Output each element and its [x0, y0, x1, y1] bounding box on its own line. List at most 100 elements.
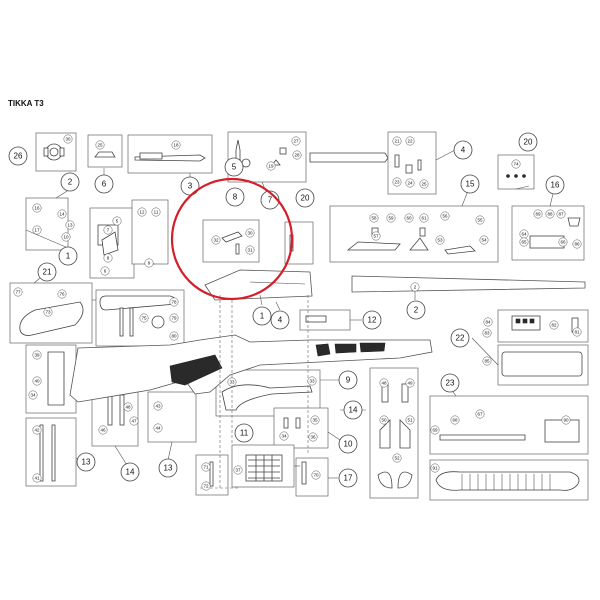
- group-label-9: 9: [338, 370, 358, 390]
- part-label-text: 23: [394, 180, 400, 185]
- part-label-text: 60: [406, 216, 412, 221]
- part-label-81: 81: [572, 327, 582, 337]
- part-label-60: 60: [404, 213, 414, 223]
- group-label-text: 7: [268, 196, 273, 205]
- part-label-73: 73: [43, 307, 53, 317]
- part-label-74: 74: [511, 159, 521, 169]
- part-label-47: 47: [129, 416, 139, 426]
- group-label-text: 13: [164, 464, 173, 473]
- part-label-71: 71: [201, 462, 211, 472]
- part-label-text: 5: [116, 219, 119, 224]
- part-label-text: 86: [574, 242, 580, 247]
- part-label-text: 80: [171, 334, 177, 339]
- part-label-text: 51: [407, 418, 413, 423]
- group-label-text: 16: [551, 181, 560, 190]
- part-label-78: 78: [169, 297, 179, 307]
- part-label-49: 49: [405, 378, 415, 388]
- part-label-18: 18: [171, 140, 181, 150]
- group-label-20: 20: [518, 132, 538, 152]
- part-label-64: 64: [519, 229, 529, 239]
- part-label-58: 58: [369, 213, 379, 223]
- group-label-20: 20: [295, 188, 315, 208]
- part-label-text: 75: [141, 316, 147, 321]
- part-label-9: 9: [144, 258, 154, 268]
- part-label-90: 90: [561, 415, 571, 425]
- group-label-5: 5: [224, 157, 244, 177]
- group-label-12: 12: [362, 310, 382, 330]
- part-label-36: 36: [308, 432, 318, 442]
- part-label-text: 25: [97, 143, 103, 148]
- part-label-text: 90: [563, 418, 569, 423]
- part-label-34: 34: [28, 390, 38, 400]
- rifle-action: [204, 269, 313, 301]
- part-label-text: 50: [381, 418, 387, 423]
- part-label-text: 33: [309, 379, 315, 384]
- part-label-text: 22: [407, 139, 413, 144]
- part-label-text: 19: [268, 164, 274, 169]
- part-label-39: 39: [32, 350, 42, 360]
- part-label-30: 30: [245, 228, 255, 238]
- group-label-15: 15: [460, 174, 480, 194]
- group-label-text: 12: [368, 316, 377, 325]
- part-label-76: 76: [57, 289, 67, 299]
- part-label-text: 28: [294, 153, 300, 158]
- part-label-text: 24: [407, 181, 413, 186]
- part-label-27: 27: [291, 136, 301, 146]
- part-label-text: 30: [65, 137, 71, 142]
- detail-box-9: [215, 369, 321, 417]
- group-label-text: 4: [461, 146, 466, 155]
- part-label-31: 31: [245, 245, 255, 255]
- part-label-text: 25: [421, 182, 427, 187]
- part-label-41: 41: [32, 473, 42, 483]
- detail-box-13-center: [147, 391, 197, 443]
- group-label-11: 11: [234, 423, 254, 443]
- part-label-59: 59: [386, 213, 396, 223]
- part-label-text: 42: [34, 428, 40, 433]
- detail-box-8: [202, 219, 260, 263]
- part-label-33: 33: [227, 377, 237, 387]
- part-label-53: 53: [435, 235, 445, 245]
- part-label-text: 35: [312, 418, 318, 423]
- part-label-text: 68: [452, 418, 458, 423]
- part-label-text: 88: [547, 212, 553, 217]
- part-label-52: 52: [392, 453, 402, 463]
- part-label-54: 54: [479, 235, 489, 245]
- part-label-text: 21: [394, 139, 400, 144]
- group-label-text: 14: [126, 468, 135, 477]
- part-label-text: 39: [34, 353, 40, 358]
- part-label-65: 65: [519, 237, 529, 247]
- part-label-text: 53: [437, 238, 443, 243]
- part-label-67: 67: [475, 409, 485, 419]
- part-label-text: 14: [59, 212, 65, 217]
- part-label-text: 70: [313, 473, 319, 478]
- part-label-21: 21: [392, 136, 402, 146]
- part-label-text: 43: [155, 404, 161, 409]
- part-label-79: 79: [169, 313, 179, 323]
- part-label-text: 34: [30, 393, 36, 398]
- part-label-text: 11: [154, 210, 159, 215]
- part-label-34: 34: [279, 431, 289, 441]
- detail-box-17: [295, 457, 329, 497]
- part-label-35: 35: [310, 415, 320, 425]
- group-label-22: 22: [450, 328, 470, 348]
- part-label-text: 37: [235, 468, 241, 473]
- part-label-text: 16: [34, 206, 40, 211]
- group-label-23: 23: [440, 373, 460, 393]
- part-label-6: 6: [100, 266, 110, 276]
- part-label-text: 83: [484, 331, 490, 336]
- part-label-text: 82: [551, 323, 557, 328]
- part-label-55: 55: [475, 215, 485, 225]
- part-label-text: 73: [45, 310, 51, 315]
- part-label-37: 37: [233, 465, 243, 475]
- part-label-text: 84: [485, 320, 491, 325]
- detail-box-18: [127, 134, 213, 174]
- part-label-text: 69: [432, 428, 438, 433]
- rifle-barrel: [351, 275, 586, 300]
- part-label-50: 50: [379, 415, 389, 425]
- part-label-text: 79: [171, 316, 177, 321]
- part-label-text: 33: [229, 380, 235, 385]
- detail-box-12: [299, 309, 351, 331]
- part-label-48: 48: [379, 378, 389, 388]
